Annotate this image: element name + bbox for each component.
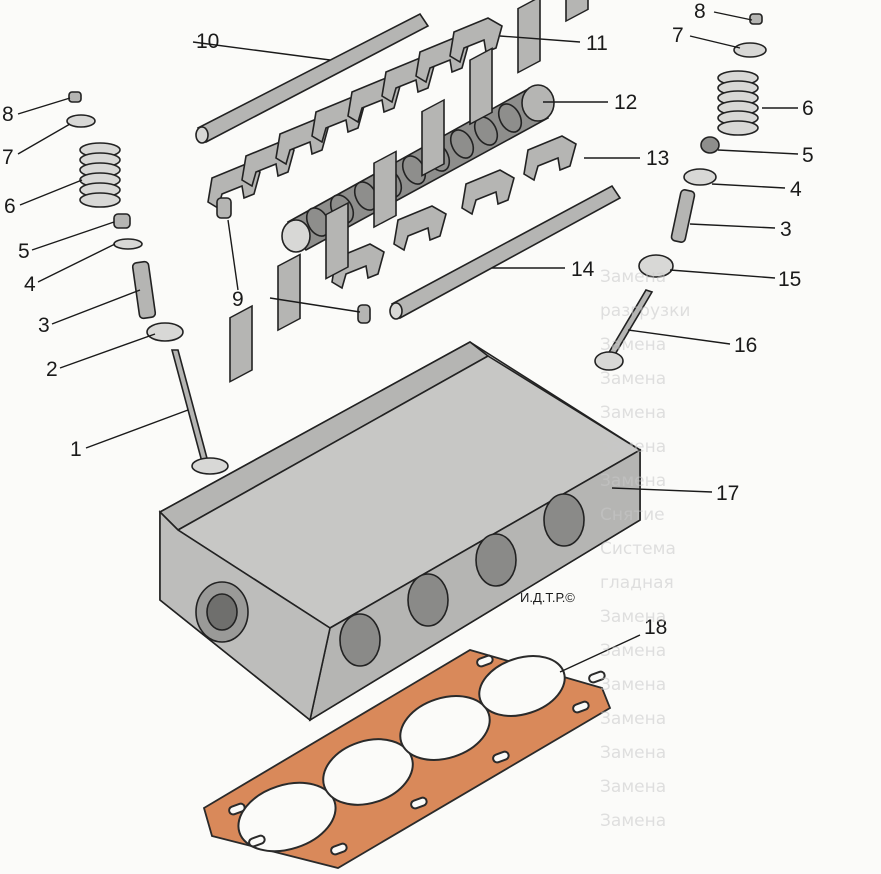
rocker-shaft-10 (195, 12, 430, 144)
gasket-bolt-hole (330, 842, 348, 856)
exhaust-port (339, 613, 381, 667)
callout-8-right: 8 (694, 0, 706, 23)
valve-seat-15 (638, 254, 674, 278)
gasket-bolt-hole (248, 834, 266, 848)
background-text-line: Замена (600, 641, 667, 661)
background-text-line: Замена (600, 335, 667, 355)
cam-lobe (449, 129, 475, 159)
spring-seat-4-right (683, 168, 717, 186)
callout-3-left: 3 (38, 314, 50, 337)
head-bearing-tower (421, 98, 445, 177)
head-gasket-18 (202, 649, 612, 869)
valve-spring-6-left (79, 142, 121, 208)
callout-15: 15 (778, 268, 801, 291)
rocker-arms-upper-11 (207, 17, 503, 210)
callout-2: 2 (46, 358, 58, 381)
background-text-line: гладная (600, 573, 674, 593)
valve-stack-right (594, 13, 767, 371)
rocker-arm (449, 17, 503, 64)
callout-18: 18 (644, 616, 667, 639)
valve-seat-2-left (146, 322, 184, 342)
background-text-line: Замена (600, 607, 667, 627)
valve-guide-3-left (131, 260, 157, 320)
valve-keeper-8-left (68, 91, 82, 103)
head-bearing-tower (469, 47, 493, 126)
spring-seat-4-left (113, 238, 143, 250)
callout-13: 13 (646, 147, 669, 170)
callout-14: 14 (571, 258, 595, 281)
callout-1: 1 (70, 438, 82, 461)
background-text-line: Замена (600, 437, 667, 457)
rocker-arm (523, 135, 577, 182)
callout-10: 10 (196, 30, 219, 53)
background-text-line: Снятие (600, 505, 665, 525)
callout-11: 11 (586, 32, 608, 55)
rocker-shaft-14 (389, 184, 622, 320)
head-bearing-tower (277, 253, 301, 332)
callout-9: 9 (232, 288, 244, 311)
valve-spring-6-right (717, 70, 759, 136)
gasket-bolt-hole (476, 654, 494, 668)
valve-1-left (170, 349, 210, 463)
head-bearing-tower (229, 304, 253, 383)
head-bearing-tower (517, 0, 541, 74)
callout-4-left: 4 (24, 273, 36, 296)
cam-lobe (497, 103, 523, 133)
gasket-bolt-hole (228, 802, 246, 816)
callout-5-right: 5 (802, 144, 814, 167)
callout-6-left: 6 (4, 195, 16, 218)
callout-17: 17 (716, 482, 739, 505)
background-text-line: Замена (600, 675, 667, 695)
background-text-line: Замена (600, 403, 667, 423)
rocker-arm (393, 205, 447, 252)
valve-stack-left (66, 91, 229, 475)
valve-guide-3-right (670, 189, 696, 243)
gasket-bolt-hole (572, 700, 590, 714)
background-text-line: Замена (600, 743, 667, 763)
background-text-line: Система (600, 539, 676, 559)
callout-6-right: 6 (802, 97, 814, 120)
background-text-line: Замена (600, 709, 667, 729)
publisher-watermark: И.Д.Т.Р.© (520, 590, 575, 605)
background-text-line: Замена (600, 777, 667, 797)
callout-5-left: 5 (18, 240, 30, 263)
spring-coil (717, 120, 759, 136)
gasket-bolt-hole (588, 670, 606, 684)
exhaust-port (475, 533, 517, 587)
spring-coil (79, 192, 121, 208)
cylinder-head-17 (158, 0, 642, 722)
spring-retainer-7-left (66, 114, 96, 128)
callout-12: 12 (614, 91, 637, 114)
valve-keeper-8-right (749, 13, 763, 25)
exhaust-port (407, 573, 449, 627)
background-text-line: Замена (600, 267, 667, 287)
valve-stem-seal-5-right (700, 136, 720, 154)
background-text-line: Замена (600, 811, 667, 831)
callout-16: 16 (734, 334, 757, 357)
callout-8-left: 8 (2, 103, 14, 126)
head-bearing-tower (565, 0, 589, 23)
head-bearing-tower (325, 201, 349, 280)
callout-3-right: 3 (780, 218, 792, 241)
background-text-line: Замена (600, 369, 667, 389)
callout-7-right: 7 (672, 24, 684, 47)
background-text-line: разгрузки (600, 301, 691, 321)
callout-7-left: 7 (2, 146, 14, 169)
callout-4-right: 4 (790, 178, 802, 201)
exhaust-port (543, 493, 585, 547)
rocker-arm (461, 169, 515, 216)
background-text-line: Замена (600, 471, 667, 491)
head-bearing-tower (373, 150, 397, 229)
hydraulic-adjuster-9 (216, 197, 371, 324)
gasket-bolt-hole (410, 796, 428, 810)
valve-stem-seal-5-left (113, 213, 131, 229)
gasket-bolt-hole (492, 750, 510, 764)
spring-retainer-7-right (733, 42, 767, 58)
callout-labels: 10 11 12 13 14 9 8 7 6 5 4 3 2 1 8 7 6 5… (2, 0, 814, 639)
leader-lines (17, 11, 799, 673)
